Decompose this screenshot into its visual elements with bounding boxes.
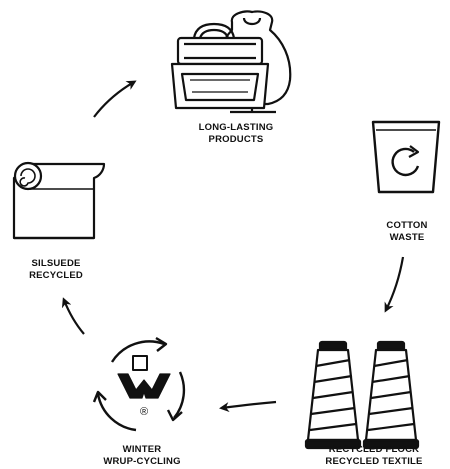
arrow-silsuede-to-products <box>93 80 137 118</box>
step-label-line1: COTTON <box>386 220 428 231</box>
step-label-line2: RECYCLED <box>29 270 83 281</box>
step-label-line1: WINTER <box>122 444 162 455</box>
step-label-line2: WRUP-CYCLING <box>103 456 181 467</box>
registered-mark: ® <box>140 406 148 418</box>
arrow-cotton-to-textile <box>384 256 405 313</box>
arrow-winter-to-silsuede <box>61 297 85 335</box>
step-label-line1: SILSUEDE <box>31 258 81 269</box>
step-label-line2: WASTE <box>389 232 425 243</box>
winter-logo-icon <box>92 336 186 432</box>
step-label-line1: LONG-LASTING <box>198 122 274 133</box>
step-label-cotton: COTTON WASTE <box>362 220 450 244</box>
step-label-textile: RECYCLED FLOCK RECYCLED TEXTILE <box>300 444 448 468</box>
step-label-winter: WINTER WRUP-CYCLING <box>84 444 200 468</box>
step-label-line2: PRODUCTS <box>208 134 264 145</box>
thread-spools-icon <box>304 340 420 450</box>
fabric-roll-icon <box>12 161 106 240</box>
step-label-products: LONG-LASTING PRODUCTS <box>186 122 286 146</box>
recycle-bin-icon <box>371 120 441 194</box>
handbag-and-jewelry-bust-icon <box>170 10 292 114</box>
arrow-textile-to-winter <box>219 400 277 413</box>
step-label-silsuede: SILSUEDE RECYCLED <box>10 258 102 282</box>
step-label-line2: RECYCLED TEXTILE <box>325 456 423 467</box>
arrow-products-to-cotton <box>368 88 392 117</box>
step-label-line1: RECYCLED FLOCK <box>328 444 420 455</box>
